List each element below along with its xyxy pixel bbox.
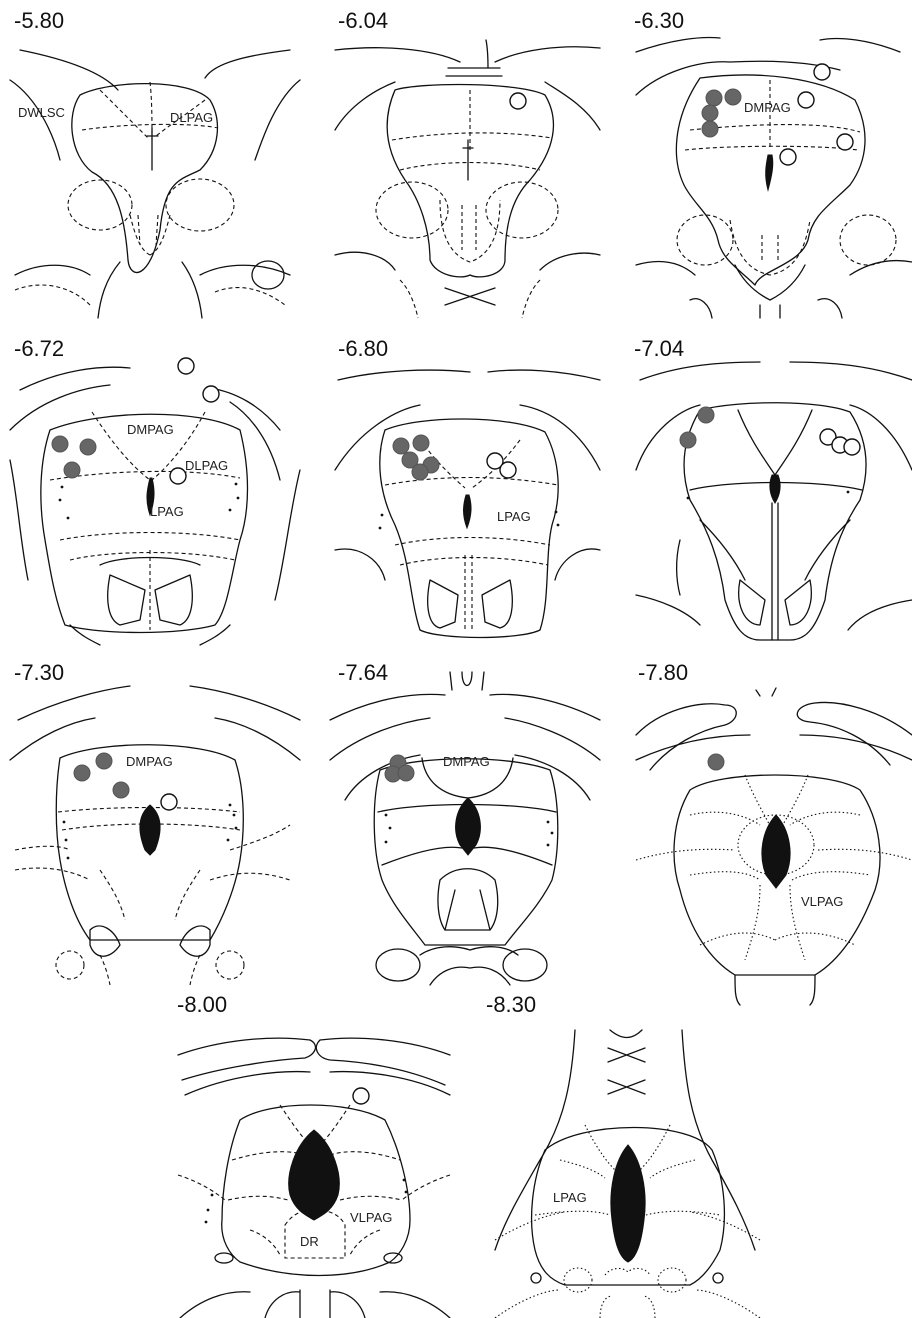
- region-label: DMPAG: [744, 100, 791, 115]
- section-coordinate: -7.80: [638, 660, 688, 685]
- section-panel: -7.64 DMPAG: [330, 660, 600, 985]
- section-coordinate: -7.04: [634, 336, 684, 361]
- filled-site-marker: [74, 765, 90, 781]
- open-site-marker: [203, 386, 219, 402]
- filled-site-marker: [113, 782, 129, 798]
- region-label: LPAG: [553, 1190, 587, 1205]
- open-site-marker: [510, 93, 526, 109]
- filled-site-marker: [725, 89, 741, 105]
- section-coordinate: -8.30: [486, 992, 536, 1017]
- filled-site-marker: [398, 765, 414, 781]
- section-coordinate: -7.64: [338, 660, 388, 685]
- section-coordinate: -6.04: [338, 8, 388, 33]
- section-coordinate: -5.80: [14, 8, 64, 33]
- section-coordinate: -8.00: [177, 992, 227, 1017]
- open-site-marker: [798, 92, 814, 108]
- filled-site-marker: [708, 754, 724, 770]
- region-label: VLPAG: [350, 1210, 392, 1225]
- open-site-marker: [170, 468, 186, 484]
- filled-site-marker: [393, 438, 409, 454]
- section-panel: -8.30 LPAG: [486, 992, 760, 1318]
- section-panel: -6.04: [335, 8, 600, 318]
- filled-site-marker: [412, 464, 428, 480]
- open-site-marker: [844, 439, 860, 455]
- section-panel: -8.00 VLPAG DR: [177, 992, 450, 1318]
- filled-site-marker: [680, 432, 696, 448]
- open-site-marker: [178, 358, 194, 374]
- section-panel: -7.30 DMPAG: [10, 660, 300, 985]
- open-site-marker: [780, 149, 796, 165]
- filled-site-marker: [96, 753, 112, 769]
- region-label: DR: [300, 1234, 319, 1249]
- filled-site-marker: [702, 105, 718, 121]
- region-label: DLPAG: [170, 110, 213, 125]
- filled-site-marker: [52, 436, 68, 452]
- section-panel: -6.30 DMPAG: [634, 8, 912, 318]
- open-site-marker: [837, 134, 853, 150]
- section-panel: -6.72 DMPAG DLPAG LPAG: [10, 336, 300, 645]
- section-panel: -5.80 DWLSC DLPAG: [10, 8, 300, 318]
- region-label: LPAG: [497, 509, 531, 524]
- open-site-marker: [353, 1088, 369, 1104]
- section-coordinate: -6.80: [338, 336, 388, 361]
- region-label: DMPAG: [127, 422, 174, 437]
- region-label: DWLSC: [18, 105, 65, 120]
- section-coordinate: -6.30: [634, 8, 684, 33]
- region-label: DMPAG: [126, 754, 173, 769]
- section-coordinate: -7.30: [14, 660, 64, 685]
- filled-site-marker: [698, 407, 714, 423]
- filled-site-marker: [702, 121, 718, 137]
- region-label: DLPAG: [185, 458, 228, 473]
- open-site-marker: [500, 462, 516, 478]
- filled-site-marker: [706, 90, 722, 106]
- region-label: VLPAG: [801, 894, 843, 909]
- region-label: DMPAG: [443, 754, 490, 769]
- filled-site-marker: [80, 439, 96, 455]
- section-coordinate: -6.72: [14, 336, 64, 361]
- open-site-marker: [814, 64, 830, 80]
- section-panel: -7.04: [634, 336, 912, 640]
- section-panel: -7.80 VLPAG: [636, 660, 912, 1005]
- region-label: LPAG: [150, 504, 184, 519]
- filled-site-marker: [64, 462, 80, 478]
- section-panel: -6.80 LPAG: [335, 336, 600, 638]
- open-site-marker: [161, 794, 177, 810]
- filled-site-marker: [413, 435, 429, 451]
